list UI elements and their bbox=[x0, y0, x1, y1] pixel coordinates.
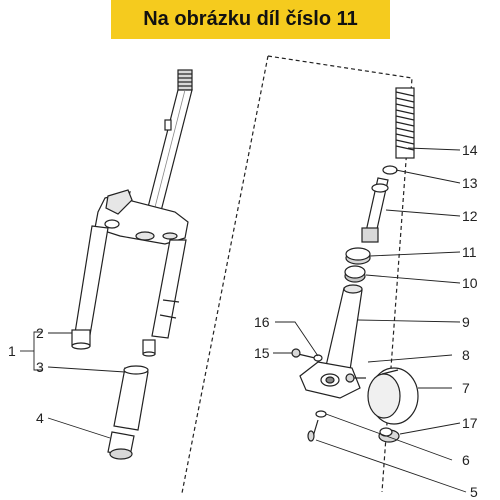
callout-10: 10 bbox=[462, 275, 478, 291]
callout-6: 6 bbox=[462, 452, 470, 468]
part-3-tube bbox=[113, 367, 149, 431]
steering-fork-assembly bbox=[71, 69, 193, 460]
callout-5: 5 bbox=[470, 484, 478, 500]
callout-8: 8 bbox=[462, 347, 470, 363]
callout-3: 3 bbox=[36, 359, 44, 375]
callout-2: 2 bbox=[36, 325, 44, 341]
callout-labels: 1 2 3 4 5 6 7 8 9 10 11 12 13 14 15 16 1… bbox=[8, 142, 478, 500]
part-13-ring bbox=[382, 165, 398, 175]
shock-absorber-assembly bbox=[291, 87, 419, 443]
callout-7: 7 bbox=[462, 380, 470, 396]
callout-16: 16 bbox=[254, 314, 270, 330]
callout-13: 13 bbox=[462, 175, 478, 191]
part-8-bolt bbox=[345, 373, 366, 383]
callout-17: 17 bbox=[462, 415, 478, 431]
part-12-rod bbox=[361, 177, 389, 243]
leader-lines bbox=[20, 147, 467, 493]
part-5-screw bbox=[307, 419, 319, 442]
callout-14: 14 bbox=[462, 142, 478, 158]
callout-12: 12 bbox=[462, 208, 478, 224]
part-16-washer bbox=[313, 354, 323, 362]
part-15-bolt bbox=[291, 348, 316, 359]
part-6-washer bbox=[315, 410, 327, 418]
callout-9: 9 bbox=[462, 314, 470, 330]
banner-title: Na obrázku díl číslo 11 bbox=[143, 8, 358, 30]
part-7-cap bbox=[367, 367, 419, 425]
callout-11: 11 bbox=[462, 244, 477, 260]
callout-1: 1 bbox=[8, 343, 16, 359]
callout-4: 4 bbox=[36, 410, 44, 426]
grouping-frame bbox=[181, 55, 413, 494]
part-9-body bbox=[325, 287, 363, 371]
title-banner: Na obrázku díl číslo 11 bbox=[111, 0, 390, 39]
part-14-spring bbox=[395, 87, 415, 159]
callout-15: 15 bbox=[254, 345, 270, 361]
